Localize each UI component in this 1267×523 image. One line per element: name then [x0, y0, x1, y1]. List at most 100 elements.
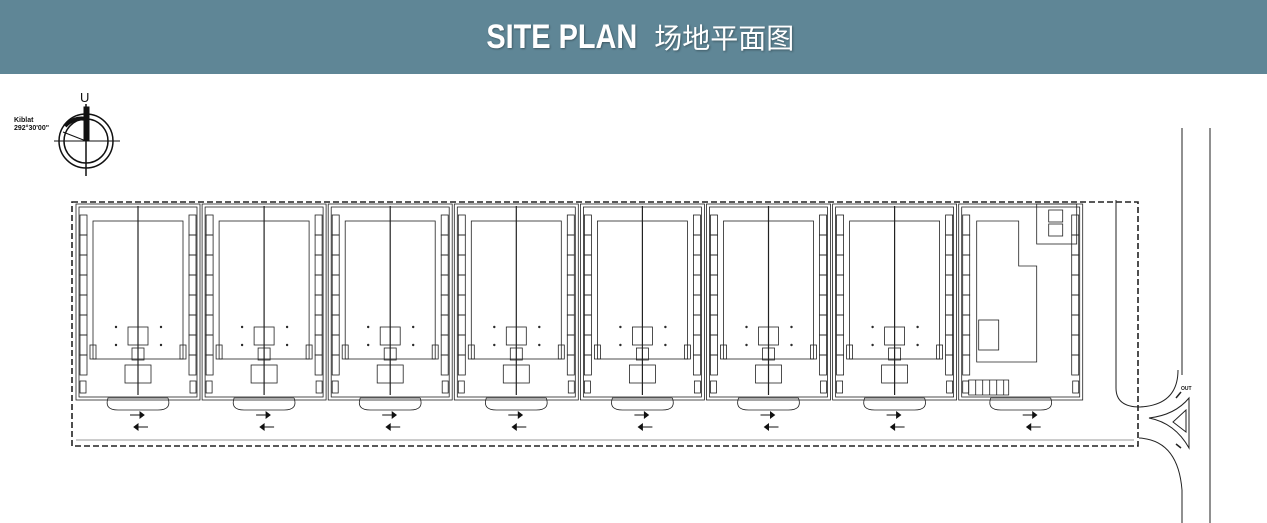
parking-bay: [205, 294, 214, 316]
utility-box: [79, 380, 87, 394]
parking-bay: [693, 274, 701, 296]
staircase: [383, 347, 397, 361]
column: [538, 343, 541, 347]
parking-bay: [836, 334, 844, 356]
parking-bay: [693, 234, 701, 256]
side-door: [179, 344, 187, 360]
parking-bay: [205, 314, 214, 336]
porch: [124, 364, 152, 384]
parking-bay: [188, 294, 197, 316]
parking-bay: [566, 254, 575, 276]
parking-bay: [331, 334, 340, 356]
kiblat-angle: 292°30'00": [14, 125, 50, 132]
parking-bay: [945, 234, 953, 256]
unit-lot: [958, 203, 1084, 401]
arrow-right-icon: [1022, 411, 1038, 419]
arrow-left-icon: [511, 423, 527, 431]
parking-bay: [710, 254, 718, 276]
traffic-arrows: [130, 411, 1041, 431]
side-door: [215, 344, 223, 360]
side-door: [305, 344, 313, 360]
utility-box: [962, 380, 970, 394]
site-plan-drawing: [54, 104, 1211, 523]
warehouse-unit: [453, 203, 579, 411]
parking-bay: [1071, 214, 1080, 236]
parking-bay: [710, 234, 718, 256]
driveway: [232, 397, 296, 411]
main-road: [1115, 128, 1211, 523]
arrow-right-icon: [634, 411, 650, 419]
unit-lot: [201, 203, 327, 401]
driveway: [106, 397, 170, 411]
parking-bay: [314, 214, 323, 236]
parking-bay: [710, 274, 718, 296]
side-door: [720, 344, 727, 360]
utility-box: [205, 380, 213, 394]
staircase: [131, 347, 145, 361]
parking-bay: [457, 354, 466, 376]
parking-bay: [693, 354, 701, 376]
kiblat-label: Kiblat 292°30'00": [14, 117, 49, 133]
parking-bay: [440, 314, 449, 336]
arrow-right-icon: [886, 411, 902, 419]
parking-bay: [693, 214, 701, 236]
utility-box: [584, 380, 591, 394]
column: [493, 343, 496, 347]
parking-bay: [188, 354, 197, 376]
arrow-left-icon: [763, 423, 779, 431]
parking-bay: [79, 274, 88, 296]
porch: [629, 364, 656, 384]
porch: [755, 364, 782, 384]
staircase: [762, 347, 775, 361]
column: [790, 325, 793, 329]
side-door: [89, 344, 97, 360]
parking-bay: [945, 254, 953, 276]
column: [916, 343, 919, 347]
utility-box: [820, 380, 827, 394]
parking-bay: [331, 214, 340, 236]
parking-bay: [205, 234, 214, 256]
column: [285, 343, 289, 347]
parking-bay: [836, 354, 844, 376]
unit-lot: [327, 203, 453, 401]
office-block: [884, 326, 905, 346]
parking-bay: [331, 314, 340, 336]
north-label: U: [80, 90, 90, 105]
parking-bay: [693, 334, 701, 356]
staircase: [636, 347, 649, 361]
parking-bay: [331, 234, 340, 256]
parking-bay: [566, 314, 575, 336]
parking-bay: [1071, 314, 1080, 336]
utility-box: [441, 380, 449, 394]
parking-bay: [205, 274, 214, 296]
parking-row: [968, 379, 1010, 396]
parking-bay: [440, 274, 449, 296]
driveway: [611, 397, 674, 411]
out-label: OUT: [1181, 386, 1192, 392]
parking-bay: [584, 354, 592, 376]
parking-bay: [314, 254, 323, 276]
parking-bay: [584, 214, 592, 236]
parking-bay: [314, 294, 323, 316]
parking-bay: [962, 274, 971, 296]
driveway: [989, 397, 1052, 411]
parking-bay: [962, 334, 971, 356]
porch: [502, 364, 530, 384]
parking-bay: [584, 334, 592, 356]
parking-bay: [566, 354, 575, 376]
utility-box: [315, 380, 323, 394]
side-door: [557, 344, 565, 360]
column: [367, 325, 370, 329]
parking-bay: [440, 294, 449, 316]
arrow-right-icon: [760, 411, 776, 419]
kiblat-title: Kiblat: [14, 117, 34, 124]
parking-bay: [693, 254, 701, 276]
header-banner: SITE PLAN 场地平面图: [0, 0, 1267, 74]
porch: [250, 364, 278, 384]
parking-bay: [1071, 274, 1080, 296]
parking-bay: [962, 214, 971, 236]
column: [240, 325, 244, 329]
side-door: [936, 344, 943, 360]
parking-bay: [819, 354, 827, 376]
warehouse-unit: [958, 203, 1084, 411]
